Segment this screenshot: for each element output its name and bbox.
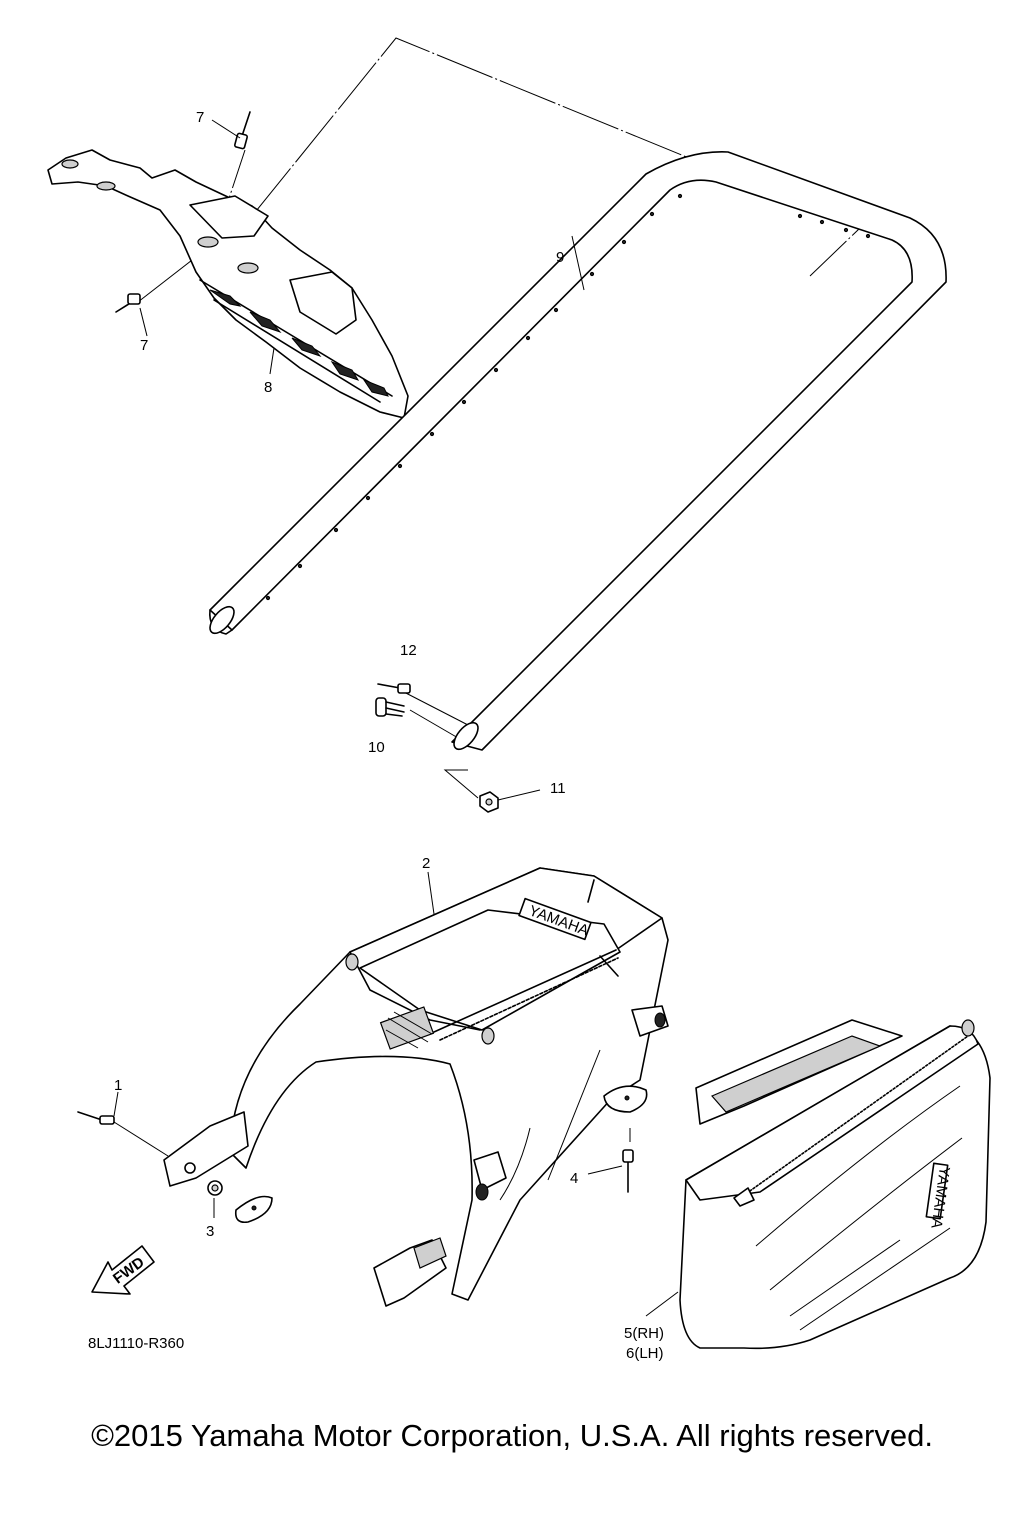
rivet-part-12: [377, 683, 411, 694]
callout-6-lh: 6(LH): [626, 1345, 664, 1362]
callout-1: 1: [114, 1077, 122, 1094]
copyright-notice: ©2015 Yamaha Motor Corporation, U.S.A. A…: [91, 1418, 933, 1453]
grommet-part-3: [207, 1180, 273, 1224]
callout-7-bottom: 7: [140, 337, 148, 354]
rivet-part-7-bottom: [115, 293, 148, 337]
screw-part-10: [375, 697, 405, 717]
callout-5-rh: 5(RH): [624, 1325, 664, 1342]
callout-10: 10: [368, 739, 385, 756]
label-leaders: [269, 347, 435, 915]
callout-3: 3: [206, 1223, 214, 1240]
rivet-part-7-top: [211, 111, 251, 150]
guide-lines: [137, 37, 861, 799]
nut-part-11: [479, 789, 541, 813]
frame-holes: [265, 193, 871, 601]
backrest-frame-part-9: [209, 151, 947, 751]
side-bag-part-5-6: YAMAHA: [645, 1019, 991, 1350]
callout-4: 4: [570, 1170, 578, 1187]
callout-7-top: 7: [196, 109, 204, 126]
callout-11: 11: [550, 780, 566, 797]
fwd-arrow-icon: FWD: [91, 1245, 155, 1295]
callout-labels: 7 7 8 9 12 10 11 2 1 3 4 5(RH) 6(LH) 8LJ…: [88, 109, 664, 1362]
rivet-part-1: [77, 1091, 169, 1157]
drawing-code: 8LJ1110-R360: [88, 1335, 184, 1352]
side-bag-brand-badge: YAMAHA: [925, 1162, 953, 1229]
callout-9: 9: [556, 249, 564, 266]
pad-and-rivet-part-4: [587, 1085, 648, 1193]
callout-12: 12: [400, 642, 417, 659]
seat-bag-part-2: YAMAHA: [163, 867, 669, 1307]
callout-8: 8: [264, 379, 272, 396]
callout-2: 2: [422, 855, 430, 872]
rear-bracket-part-8: [47, 149, 409, 419]
